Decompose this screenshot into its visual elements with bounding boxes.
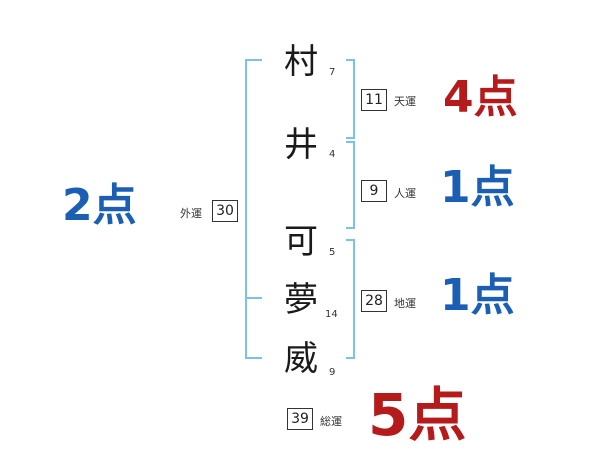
chikaku-score: 1点 [440, 270, 515, 321]
tenkaku-score: 4点 [443, 72, 518, 123]
gaikaku-label: 外運 [180, 207, 202, 220]
soukaku-label: 総運 [320, 415, 342, 428]
gaikaku-value: 30 [212, 200, 238, 222]
chikaku-bracket [346, 239, 355, 359]
jinkaku-bracket [346, 141, 355, 229]
stroke-count-5: 9 [329, 367, 336, 378]
stroke-count-1: 7 [329, 67, 336, 78]
jinkaku-value: 9 [361, 180, 387, 202]
tenkaku-bracket [346, 59, 355, 139]
name-char-5: 威 [284, 339, 318, 379]
stroke-count-2: 4 [329, 149, 336, 160]
chikaku-label: 地運 [394, 297, 416, 310]
stroke-count-3: 5 [329, 247, 336, 258]
name-char-1: 村 [284, 42, 318, 82]
tenkaku-value: 11 [361, 89, 387, 111]
chikaku-value: 28 [361, 290, 387, 312]
soukaku-value: 39 [287, 408, 313, 430]
soukaku-score: 5点 [368, 381, 467, 449]
name-char-4: 夢 [284, 280, 318, 320]
gaikaku-bracket [245, 59, 262, 359]
tenkaku-label: 天運 [394, 95, 416, 108]
name-char-3: 可 [284, 222, 318, 262]
jinkaku-score: 1点 [440, 162, 515, 213]
stroke-count-4: 14 [325, 309, 338, 320]
name-char-2: 井 [284, 125, 318, 165]
jinkaku-label: 人運 [394, 187, 416, 200]
gaikaku-score: 2点 [62, 180, 137, 231]
